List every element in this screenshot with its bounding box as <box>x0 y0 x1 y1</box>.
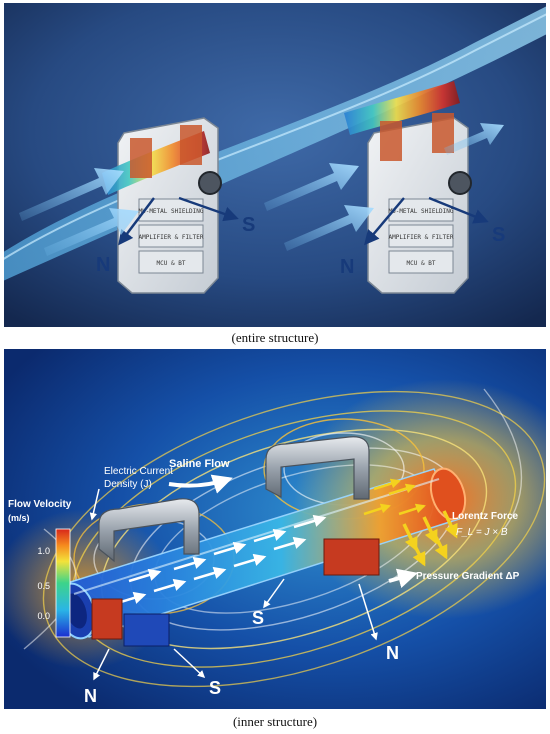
legend-unit: (m/s) <box>8 513 30 523</box>
magnet-clamp-a <box>130 138 152 178</box>
magnet-pole-red <box>91 598 123 640</box>
magnet-clamp-left <box>91 498 200 647</box>
pole-label-n-left: N <box>84 686 97 706</box>
legend-colorbar <box>55 528 71 638</box>
pole-label-n: N <box>340 256 354 278</box>
velocity-arrows <box>113 478 426 606</box>
pole-label-n-right: N <box>386 643 399 663</box>
pole-label-s-bottom: S <box>209 678 221 698</box>
legend-tick-low: 0.0 <box>37 611 50 621</box>
label-lorentz-formula: F_L = J × B <box>456 527 508 538</box>
label-amplifier: AMPLIFIER & FILTER <box>388 234 453 241</box>
sensor-device-left: MU-METAL SHIELDING AMPLIFIER & FILTER MC… <box>96 117 255 294</box>
annotations: Electric Current Density (J) Saline Flow… <box>84 458 520 706</box>
shielding-module <box>388 198 454 222</box>
label-pressure-gradient: Pressure Gradient ΔP <box>416 571 520 582</box>
device-knob <box>198 171 222 195</box>
flow-arrows-top <box>19 123 504 256</box>
magnet-clamp-b <box>432 113 454 153</box>
magnet-pole-red <box>323 538 380 576</box>
mcu-module <box>388 250 454 274</box>
heatmap-band <box>344 81 460 135</box>
pole-label-s-center: S <box>252 608 264 628</box>
caption-inner-structure: (inner structure) <box>232 714 318 729</box>
pole-label-n: N <box>96 254 110 276</box>
shielding-module <box>138 198 204 222</box>
label-lorentz-force: Lorentz Force <box>452 511 519 522</box>
magnet-clamp-right <box>265 436 380 576</box>
caption-entire-structure: (entire structure) <box>231 330 319 345</box>
magnet-clamp-a <box>380 121 402 161</box>
legend-tick-high: 1.0 <box>37 546 50 556</box>
pipe-outlet <box>429 467 467 521</box>
label-electric-current: Electric Current <box>104 466 173 477</box>
label-mcu: MCU & BT <box>407 260 436 267</box>
entire-structure-svg: MU-METAL SHIELDING AMPLIFIER & FILTER MC… <box>4 3 546 327</box>
inner-structure-svg: Flow Velocity (m/s) 1.0 0.5 0.0 Electric… <box>4 349 546 709</box>
label-shielding: MU-METAL SHIELDING <box>138 208 203 215</box>
legend-title: Flow Velocity <box>8 499 72 510</box>
amplifier-module <box>138 224 204 248</box>
label-current-density: Density (J) <box>104 479 152 490</box>
pole-label-s: S <box>492 224 505 246</box>
magnet-pole-blue <box>123 613 170 647</box>
saline-flow-arrow <box>168 474 233 494</box>
inner-structure-illustration: Flow Velocity (m/s) 1.0 0.5 0.0 Electric… <box>4 349 546 709</box>
legend-tick-mid: 0.5 <box>37 581 50 591</box>
mcu-module <box>138 250 204 274</box>
label-shielding: MU-METAL SHIELDING <box>388 208 453 215</box>
velocity-legend: Flow Velocity (m/s) 1.0 0.5 0.0 <box>8 499 72 638</box>
sensor-device-right: MU-METAL SHIELDING AMPLIFIER & FILTER MC… <box>340 81 505 294</box>
device-knob <box>448 171 472 195</box>
pole-label-s: S <box>242 214 255 236</box>
label-amplifier: AMPLIFIER & FILTER <box>138 234 203 241</box>
entire-structure-illustration: MU-METAL SHIELDING AMPLIFIER & FILTER MC… <box>4 3 546 327</box>
magnet-clamp-b <box>180 125 202 165</box>
label-saline-flow: Saline Flow <box>169 458 230 470</box>
label-mcu: MCU & BT <box>157 260 186 267</box>
lorentz-force-arrows <box>402 510 458 567</box>
amplifier-module <box>388 224 454 248</box>
pressure-gradient-arrow <box>388 568 418 588</box>
